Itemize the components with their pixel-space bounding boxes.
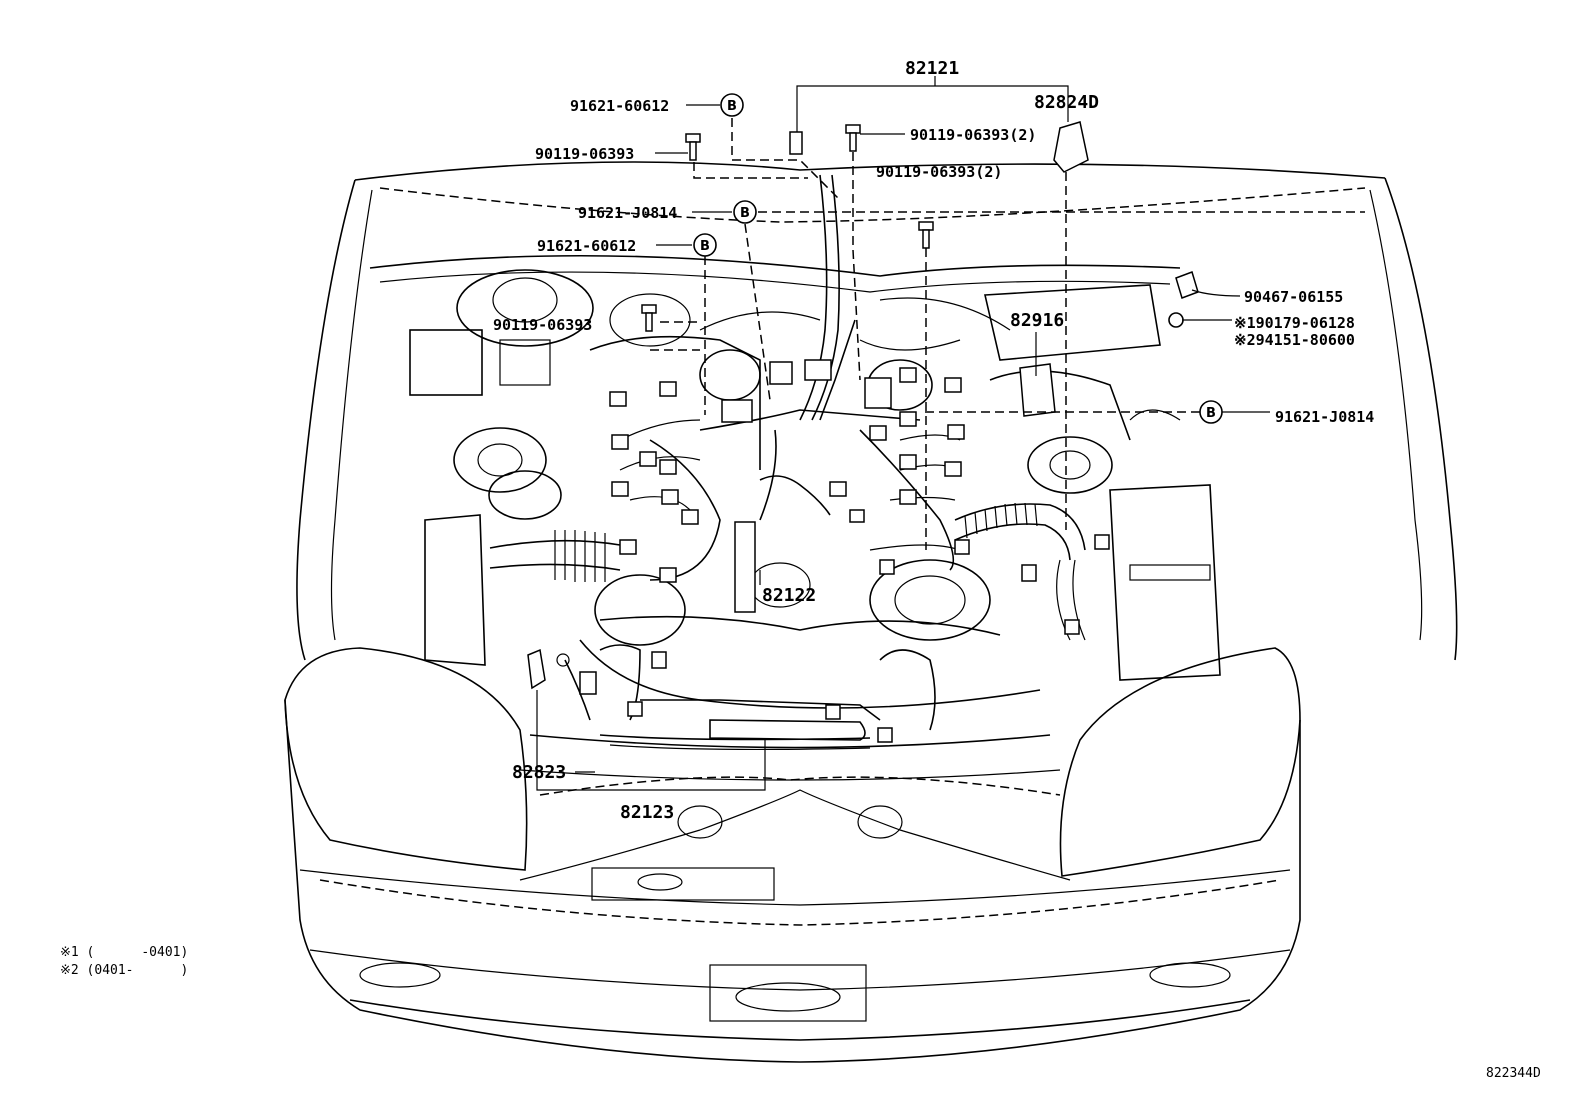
callout-82916: 82916 [1010,310,1064,331]
b-marker-icon: B [733,200,757,224]
callout-82823: 82823 [512,762,566,783]
callout-90119-06393-top: 90119-06393 [535,145,634,163]
footnote-1: ※1 ( -0401) [60,945,188,960]
svg-text:B: B [1206,406,1216,421]
svg-text:B: B [700,239,710,254]
svg-text:B: B [727,99,737,114]
bolt-icon [918,221,934,249]
svg-text:B: B [740,206,750,221]
callout-82122: 82122 [762,585,816,606]
footnote-2: ※2 (0401- ) [60,963,188,978]
b-marker-icon: B [720,93,744,117]
vehicle-outline [284,161,1458,1063]
callout-82824d: 82824D [1034,92,1099,113]
callout-94151-80600: ※294151-80600 [1234,331,1355,349]
hardware-fasteners [641,124,934,332]
callout-82121: 82121 [905,58,959,79]
part-callouts: 82121 82824D 82916 82122 82823 82123 916… [493,58,1374,823]
engine-components [409,269,1221,709]
callout-90179-06128: ※190179-06128 [1234,314,1355,332]
callout-91621-j0814-top: 91621-J0814 [578,204,677,222]
callout-82123: 82123 [620,802,674,823]
wire-harness-82123 [564,644,936,751]
b-marker-icon: B [693,233,717,257]
callout-91621-60612-top: 91621-60612 [570,97,669,115]
footnotes: ※1 ( -0401) ※2 (0401- ) [60,945,188,978]
callout-90119-06393-2-top: 90119-06393(2) [910,126,1036,144]
callout-91621-60612-mid: 91621-60612 [537,237,636,255]
bolt-icon [845,124,861,152]
callout-91621-j0814-right: 91621-J0814 [1275,408,1374,426]
leader-lines [536,76,1365,791]
b-marker-icon: B [1199,400,1223,424]
clamp-b-markers: B B B B [693,93,1223,424]
callout-90119-06393-2-mid: 90119-06393(2) [876,163,1002,181]
bolt-icon [641,304,657,332]
figure-code: 822344D [1486,1066,1541,1081]
callout-90119-06393-left: 90119-06393 [493,316,592,334]
bolt-icon [685,133,701,161]
wire-harness-82121 [609,121,1089,613]
callout-90467-06155: 90467-06155 [1244,288,1343,306]
